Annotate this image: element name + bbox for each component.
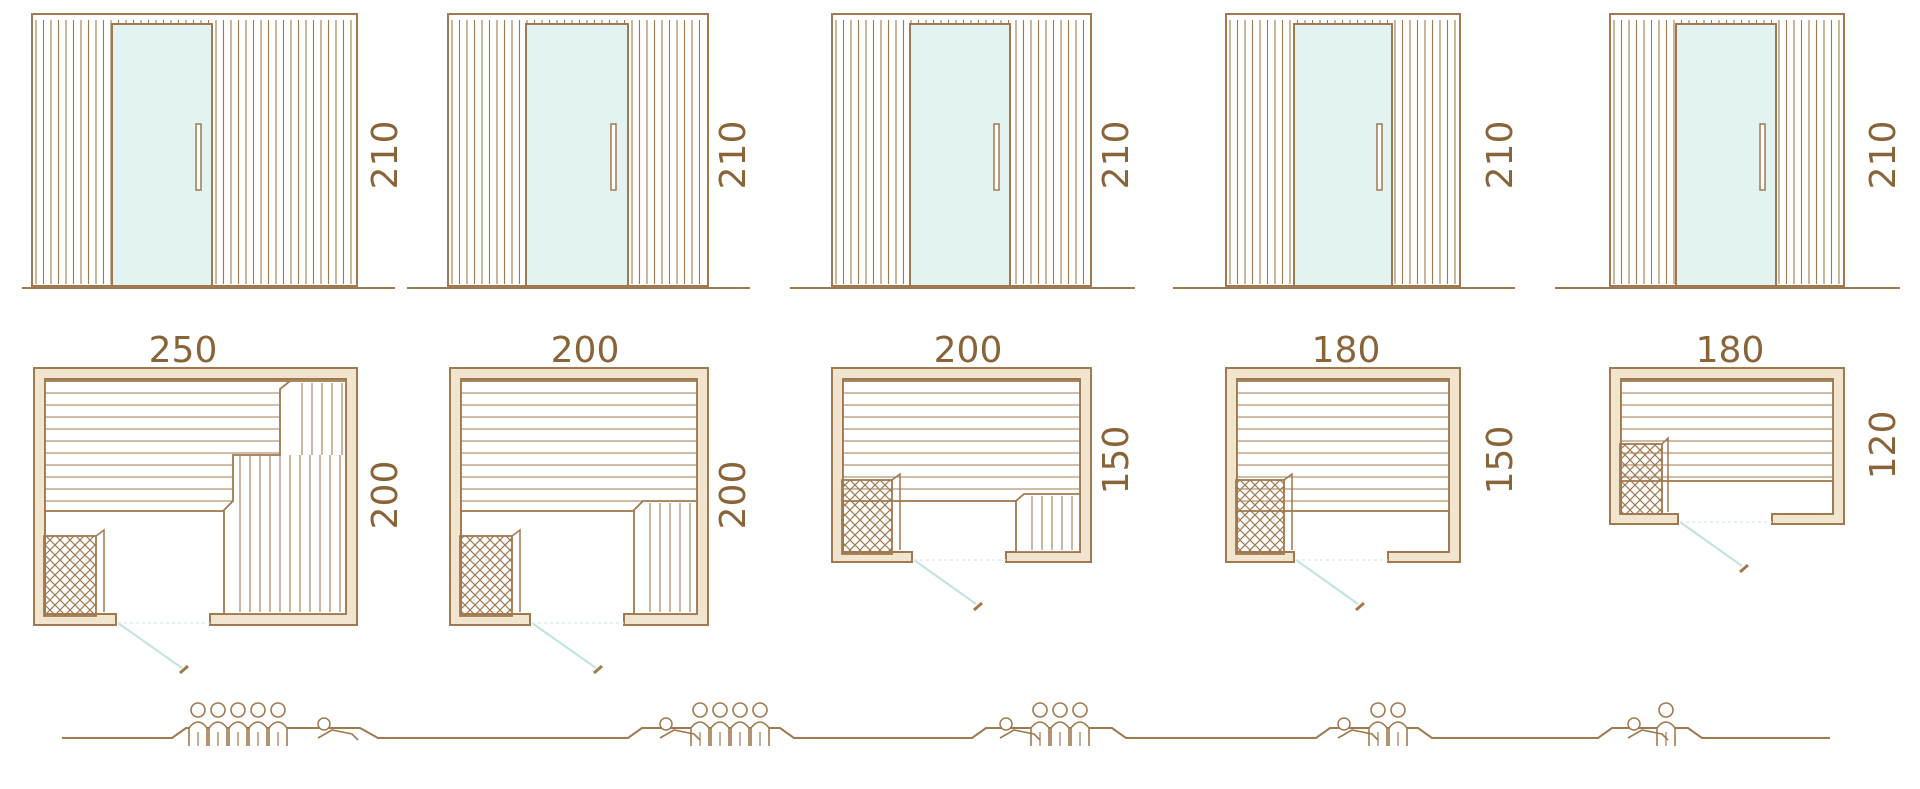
upper-bench: [460, 380, 698, 512]
person-icon: [1070, 702, 1090, 746]
wall: [1225, 367, 1461, 563]
height-dimension-label: 210: [713, 121, 754, 190]
depth-dimension-label: 150: [1480, 426, 1521, 495]
elevation-5: 210: [1555, 13, 1904, 289]
sauna-heater: [1235, 479, 1285, 555]
person-icon: [690, 702, 710, 746]
reclining-person-icon: [317, 717, 359, 741]
glass-door: [1293, 23, 1393, 287]
reclining-person-icon: [1627, 717, 1669, 741]
door-handle-plan: [973, 601, 983, 612]
wall: [831, 367, 1092, 563]
person-icon: [1368, 702, 1388, 746]
width-dimension-label: 200: [551, 330, 620, 371]
person-icon: [750, 702, 770, 746]
door-swing-line: [117, 622, 183, 669]
person-icon: [1050, 702, 1070, 746]
person-icon: [1388, 702, 1408, 746]
door-handle-plan: [179, 664, 189, 675]
person-icon: [268, 702, 288, 746]
corner-bench: [223, 380, 347, 615]
width-dimension-label: 180: [1696, 330, 1765, 371]
side-bench: [1015, 493, 1081, 553]
door-handle: [195, 123, 202, 191]
sauna-heater: [459, 535, 513, 617]
side-bench: [633, 500, 698, 615]
door-swing-line: [531, 622, 597, 669]
door-swing-line: [1679, 521, 1743, 567]
sauna-heater: [43, 535, 97, 617]
glass-door: [1675, 23, 1777, 287]
capacity-people: [188, 702, 1676, 746]
elevation-1: 210: [22, 13, 406, 289]
width-dimension-label: 200: [934, 330, 1003, 371]
floor-plan-2: 200 200: [449, 330, 754, 675]
door-swing-line: [913, 559, 977, 605]
reclining-person-icon: [1337, 717, 1379, 741]
depth-dimension-label: 200: [713, 461, 754, 530]
door-handle: [1759, 123, 1766, 191]
person-icon: [188, 702, 208, 746]
person-icon: [208, 702, 228, 746]
elevation-2: 210: [407, 13, 754, 289]
reclining-person-icon: [659, 717, 701, 741]
height-dimension-label: 210: [1480, 121, 1521, 190]
sauna-heater: [841, 479, 893, 555]
door-handle-plan: [593, 664, 603, 675]
width-dimension-label: 250: [149, 330, 218, 371]
person-icon: [1656, 702, 1676, 746]
floor-plan-5: 180 120: [1609, 330, 1904, 574]
height-dimension-label: 210: [365, 121, 406, 190]
door-handle: [1376, 123, 1383, 191]
door-handle: [610, 123, 617, 191]
person-icon: [228, 702, 248, 746]
floor-plan-1: 250 200: [33, 330, 406, 675]
depth-dimension-label: 120: [1863, 411, 1904, 480]
depth-dimension-label: 150: [1096, 426, 1137, 495]
door-handle: [993, 123, 1000, 191]
height-dimension-label: 210: [1096, 121, 1137, 190]
elevation-3: 210: [790, 13, 1137, 289]
door-handle-plan: [1355, 601, 1365, 612]
height-dimension-label: 210: [1863, 121, 1904, 190]
reclining-person-icon: [999, 717, 1041, 741]
wall: [33, 367, 358, 626]
width-dimension-label: 180: [1312, 330, 1381, 371]
sauna-heater: [1619, 443, 1663, 515]
person-icon: [1030, 702, 1050, 746]
floor-plan-4: 180 150: [1225, 330, 1521, 612]
wall: [449, 367, 709, 626]
person-icon: [248, 702, 268, 746]
person-icon: [730, 702, 750, 746]
wall: [1609, 367, 1845, 525]
floor-plan-3: 200 150: [831, 330, 1137, 612]
person-icon: [710, 702, 730, 746]
door-swing-line: [1295, 559, 1359, 605]
elevation-4: 210: [1173, 13, 1521, 289]
door-handle-plan: [1739, 563, 1749, 574]
depth-dimension-label: 200: [365, 461, 406, 530]
